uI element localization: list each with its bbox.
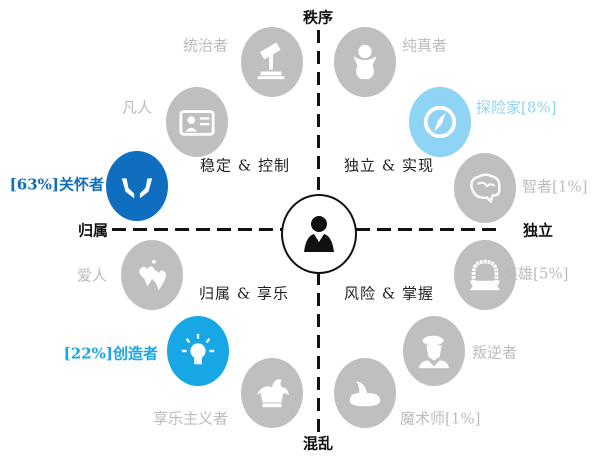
- vertical-axis-top: [317, 30, 320, 192]
- archetype-hero: [454, 240, 516, 310]
- name: 爱人: [76, 266, 107, 285]
- archetype-explorer: [409, 87, 471, 157]
- axis-label-bottom: 混乱: [302, 434, 334, 453]
- name: 凡人: [121, 98, 152, 117]
- percent: [63%]: [9, 175, 59, 194]
- archetype-jester: [241, 358, 303, 428]
- name: 英雄: [503, 264, 534, 283]
- axis-label-top: 秩序: [302, 8, 334, 27]
- quadrant-label-top-left: 稳定 & 控制: [200, 156, 290, 175]
- gavel-icon: [257, 43, 285, 80]
- rebel-icon: [418, 335, 450, 369]
- name: 智者: [522, 177, 553, 196]
- wizard-hat-icon: [349, 381, 381, 407]
- name: 享乐主义者: [152, 409, 228, 428]
- archetype-label-jester: 享乐主义者: [153, 408, 228, 429]
- archetype-lover: [121, 240, 183, 310]
- axis-label-left: 归属: [77, 221, 109, 240]
- archetype-label-creator: [22%]创造者: [64, 343, 158, 364]
- archetype-ruler: [241, 27, 303, 97]
- center-user: [281, 194, 357, 274]
- quadrant-label-bottom-left: 归属 & 享乐: [199, 284, 289, 303]
- archetype-label-innocent: 纯真者: [402, 35, 447, 56]
- archetype-sage: [454, 153, 516, 223]
- archetype-label-hero: 英雄[5%]: [503, 263, 569, 284]
- archetype-label-magician: 魔术师[1%]: [400, 408, 481, 429]
- compass-icon: [423, 105, 457, 139]
- baby-icon: [353, 44, 377, 80]
- horizontal-axis-left: [112, 228, 282, 231]
- id-card-icon: [179, 110, 215, 136]
- name: 探险家: [476, 98, 522, 117]
- archetype-innocent: [334, 27, 396, 97]
- name: 关怀者: [58, 175, 104, 194]
- quadrant-label-bottom-right: 风险 & 掌握: [344, 284, 434, 303]
- percent: [5%]: [533, 264, 569, 283]
- percent: [1%]: [552, 177, 588, 196]
- archetype-everyman: [166, 87, 228, 157]
- archetype-caregiver: [106, 151, 168, 221]
- percent: [22%]: [63, 344, 113, 363]
- name: 统治者: [182, 36, 228, 55]
- archetype-label-rebel: 叛逆者: [472, 342, 517, 363]
- hearts-icon: [139, 259, 166, 291]
- archetype-label-sage: 智者[1%]: [522, 176, 588, 197]
- name: 魔术师: [400, 409, 446, 428]
- percent: [8%]: [521, 98, 557, 117]
- jester-hat-icon: [256, 379, 290, 408]
- archetype-creator: [167, 316, 229, 386]
- user-icon: [304, 216, 334, 252]
- archetype-magician: [334, 358, 396, 428]
- caring-hands-icon: [121, 178, 153, 199]
- quadrant-label-top-right: 独立 & 实现: [344, 156, 434, 175]
- archetype-label-lover: 爱人: [77, 265, 107, 286]
- lightbulb-icon: [181, 333, 215, 365]
- archetype-label-everyman: 凡人: [122, 97, 152, 118]
- percent: [1%]: [445, 409, 481, 428]
- name: 叛逆者: [472, 343, 518, 362]
- archetype-label-explorer: 探险家[8%]: [476, 97, 557, 118]
- horizontal-axis-right: [356, 228, 501, 231]
- name: 纯真者: [402, 36, 448, 55]
- vertical-axis-bottom: [317, 272, 320, 432]
- badge-icon: [469, 259, 501, 291]
- axis-label-right: 独立: [522, 221, 554, 240]
- archetype-label-caregiver: [63%]关怀者: [10, 174, 104, 195]
- brain-icon: [470, 173, 501, 204]
- archetype-label-ruler: 统治者: [183, 35, 228, 56]
- name: 创造者: [112, 344, 158, 363]
- archetype-rebel: [403, 316, 465, 386]
